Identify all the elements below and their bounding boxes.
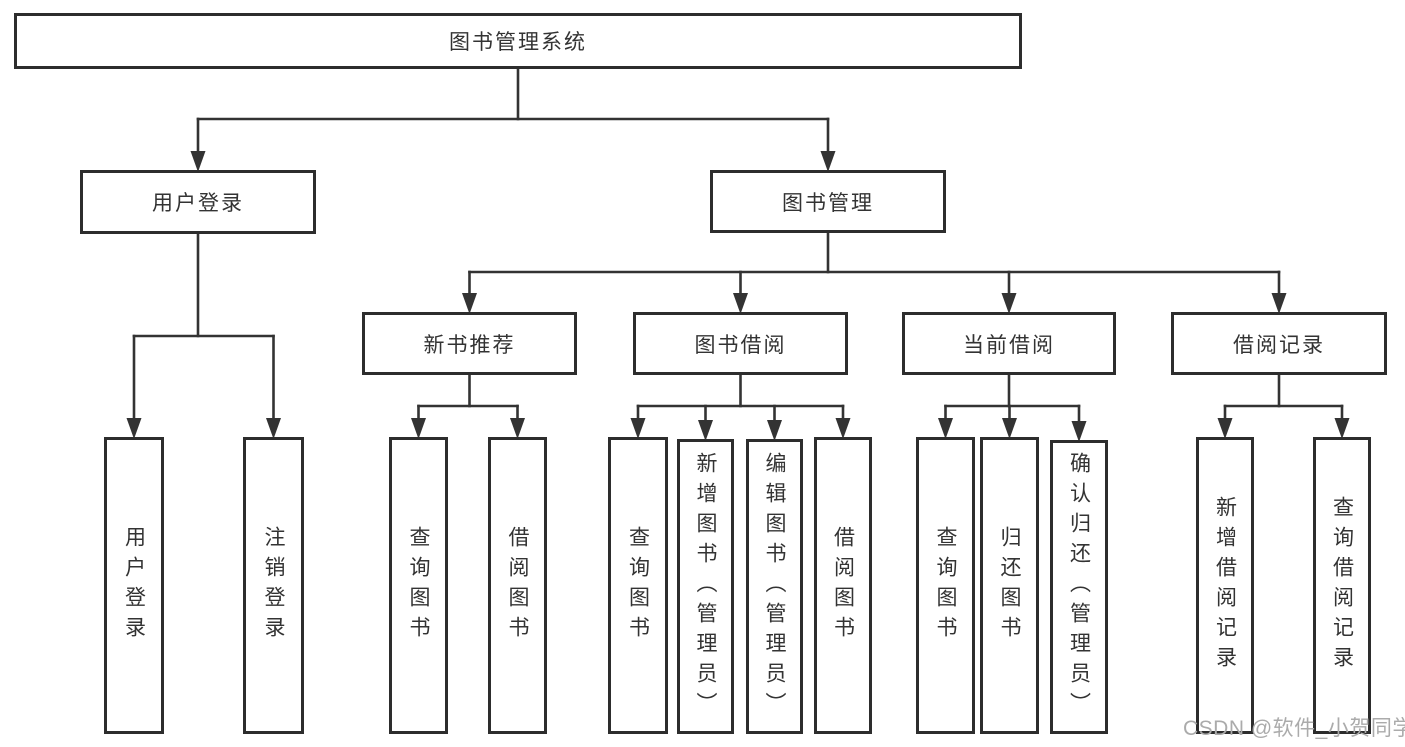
node-leaf-nb-borrow: 借阅图书 xyxy=(488,437,547,734)
node-label: 注销登录 xyxy=(262,525,286,646)
arrow-head-icon xyxy=(462,293,477,314)
node-leaf-br-add: 新增借阅记录 xyxy=(1196,437,1254,734)
node-user-login: 用户登录 xyxy=(80,170,316,234)
arrow-head-icon xyxy=(630,418,646,439)
node-label: 编辑图书（管理员） xyxy=(763,451,787,722)
node-leaf-bb-query: 查询图书 xyxy=(608,437,668,734)
arrow-head-icon xyxy=(411,418,426,439)
node-leaf-bb-edit: 编辑图书（管理员） xyxy=(746,439,803,734)
node-label: 查询图书 xyxy=(934,525,958,646)
arrow-head-icon xyxy=(510,418,525,439)
node-label: 用户登录 xyxy=(152,192,244,215)
node-leaf-cb-return: 归还图书 xyxy=(980,437,1039,734)
node-label: 查询借阅记录 xyxy=(1330,495,1354,676)
node-leaf-bb-add: 新增图书（管理员） xyxy=(677,439,734,734)
arrow-head-icon xyxy=(1271,293,1287,314)
node-leaf-nb-query: 查询图书 xyxy=(389,437,448,734)
arrow-head-icon xyxy=(190,151,206,172)
arrow-head-icon xyxy=(1217,418,1233,439)
watermark: CSDN @软件_小贺同学 xyxy=(1183,717,1405,740)
node-label: 图书管理 xyxy=(782,191,874,215)
node-label: 借阅图书 xyxy=(831,525,855,646)
node-book-borrow: 图书借阅 xyxy=(633,312,848,375)
arrow-head-icon xyxy=(1001,293,1017,314)
node-label: 用户登录 xyxy=(122,525,146,646)
node-leaf-br-query: 查询借阅记录 xyxy=(1313,437,1371,734)
node-leaf-logout: 注销登录 xyxy=(243,437,304,734)
node-label: 借阅图书 xyxy=(506,525,530,646)
node-label: 新增借阅记录 xyxy=(1213,495,1237,676)
node-leaf-bb-borrow: 借阅图书 xyxy=(814,437,872,734)
node-book-mgmt: 图书管理 xyxy=(710,170,946,233)
node-label: 新增图书（管理员） xyxy=(694,451,718,722)
arrow-head-icon xyxy=(1334,418,1350,439)
arrow-head-icon xyxy=(938,418,953,439)
arrow-head-icon xyxy=(835,418,851,439)
node-label: 确认归还（管理员） xyxy=(1067,452,1091,722)
arrow-head-icon xyxy=(820,151,836,172)
node-leaf-user-login: 用户登录 xyxy=(104,437,164,734)
arrow-head-icon xyxy=(1071,421,1087,442)
node-new-book-rec: 新书推荐 xyxy=(362,312,577,375)
node-current-borrow: 当前借阅 xyxy=(902,312,1116,375)
node-leaf-cb-query: 查询图书 xyxy=(916,437,975,734)
node-label: 当前借阅 xyxy=(963,333,1055,357)
arrow-head-icon xyxy=(767,420,782,441)
arrow-head-icon xyxy=(126,418,142,439)
arrow-head-icon xyxy=(1002,418,1017,439)
arrow-head-icon xyxy=(733,293,748,314)
node-label: 借阅记录 xyxy=(1233,333,1325,357)
arrow-head-icon xyxy=(266,418,281,439)
node-label: 图书管理系统 xyxy=(449,31,587,54)
node-label: 查询图书 xyxy=(407,525,431,646)
node-borrow-records: 借阅记录 xyxy=(1171,312,1387,375)
node-label: 归还图书 xyxy=(998,525,1022,646)
node-label: 图书借阅 xyxy=(694,333,787,357)
node-leaf-cb-confirm: 确认归还（管理员） xyxy=(1050,440,1108,734)
node-label: 查询图书 xyxy=(626,525,650,646)
arrow-head-icon xyxy=(698,420,713,441)
node-label: 新书推荐 xyxy=(423,333,516,357)
node-root: 图书管理系统 xyxy=(14,13,1022,69)
